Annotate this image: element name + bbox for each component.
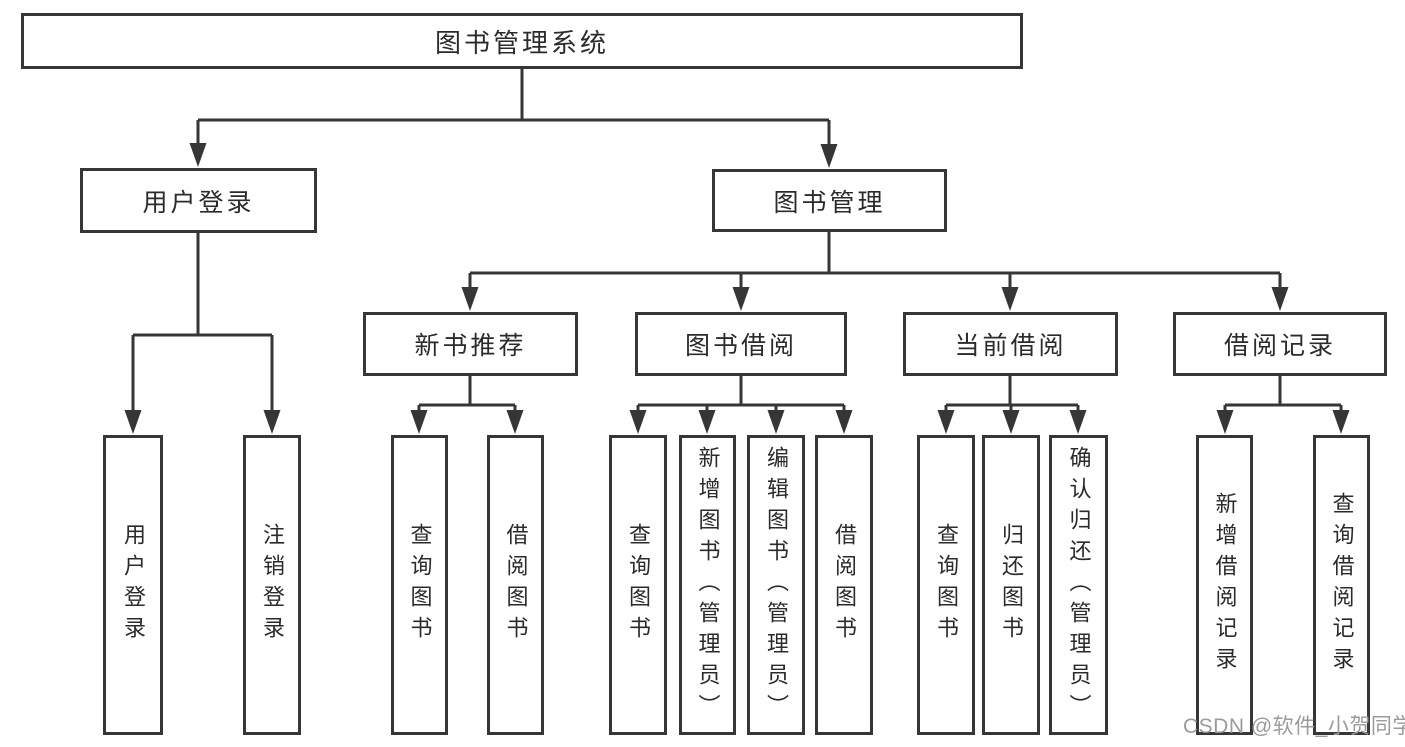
node-new-book-recommend: 新书推荐: [363, 312, 578, 376]
leaf-borrow-books-2-label: 借阅图书: [832, 523, 857, 647]
node-root: 图书管理系统: [21, 13, 1023, 69]
node-user-login: 用户登录: [80, 168, 317, 233]
leaf-add-book-admin: 新增图书（管理员）: [679, 435, 736, 735]
leaf-query-borrow-record: 查询借阅记录: [1313, 435, 1370, 735]
arrowhead-icon: [1216, 410, 1234, 434]
arrowhead-icon: [410, 410, 428, 434]
leaf-query-books-borrow: 查询图书: [609, 435, 667, 735]
leaf-add-book-admin-label: 新增图书（管理员）: [695, 445, 721, 725]
leaf-user-login-label: 用户登录: [121, 523, 146, 647]
leaf-query-books-current: 查询图书: [917, 435, 975, 735]
leaf-borrow-books-recommend-label: 借阅图书: [503, 523, 529, 647]
arrowhead-icon: [698, 410, 716, 434]
arrowhead-icon: [1002, 410, 1020, 434]
edge-new-book-recommend-to-leaves: [410, 376, 524, 434]
arrowhead-icon: [820, 144, 838, 168]
arrowhead-icon: [767, 410, 785, 434]
leaf-logout-login-label: 注销登录: [260, 523, 285, 647]
node-borrow-records: 借阅记录: [1173, 312, 1387, 376]
node-book-mgmt: 图书管理: [712, 169, 947, 232]
arrowhead-icon: [1332, 410, 1350, 434]
edge-borrow-records-to-leaves: [1216, 376, 1350, 434]
leaf-return-books-label: 归还图书: [999, 523, 1024, 647]
leaf-confirm-return-admin: 确认归还（管理员）: [1049, 435, 1108, 735]
leaf-user-login: 用户登录: [103, 435, 163, 735]
leaf-query-books-borrow-label: 查询图书: [626, 523, 651, 647]
arrowhead-icon: [732, 287, 750, 311]
arrowhead-icon: [835, 410, 853, 434]
watermark: CSDN @软件_小贺同学: [1183, 715, 1405, 738]
node-book-borrow: 图书借阅: [635, 312, 847, 376]
edge-user-login-to-leaves: [124, 233, 281, 434]
leaf-query-books-current-label: 查询图书: [934, 523, 959, 647]
edge-book-mgmt-to-level3: [461, 232, 1289, 311]
node-current-borrow: 当前借阅: [903, 312, 1118, 376]
leaf-query-books-recommend: 查询图书: [391, 435, 448, 735]
leaf-query-borrow-record-label: 查询借阅记录: [1329, 492, 1355, 678]
edge-root-to-level2: [189, 69, 838, 168]
leaf-query-books-recommend-label: 查询图书: [407, 523, 433, 647]
arrowhead-icon: [1069, 410, 1087, 434]
arrowhead-icon: [1271, 287, 1289, 311]
arrowhead-icon: [629, 410, 647, 434]
leaf-logout-login: 注销登录: [243, 435, 301, 735]
leaf-return-books: 归还图书: [982, 435, 1040, 735]
leaf-add-borrow-record: 新增借阅记录: [1196, 435, 1253, 735]
leaf-add-borrow-record-label: 新增借阅记录: [1212, 492, 1238, 678]
arrowhead-icon: [506, 410, 524, 434]
arrowhead-icon: [263, 410, 281, 434]
leaf-borrow-books-2: 借阅图书: [815, 435, 873, 735]
arrowhead-icon: [189, 143, 207, 167]
arrowhead-icon: [124, 410, 142, 434]
arrowhead-icon: [1001, 287, 1019, 311]
leaf-edit-book-admin: 编辑图书（管理员）: [747, 435, 805, 735]
arrowhead-icon: [937, 410, 955, 434]
edge-book-borrow-to-leaves: [629, 376, 853, 434]
leaf-edit-book-admin-label: 编辑图书（管理员）: [764, 445, 789, 725]
arrowhead-icon: [461, 287, 479, 311]
leaf-confirm-return-admin-label: 确认归还（管理员）: [1066, 445, 1092, 725]
leaf-borrow-books-recommend: 借阅图书: [487, 435, 544, 735]
edge-current-borrow-to-leaves: [937, 376, 1087, 434]
